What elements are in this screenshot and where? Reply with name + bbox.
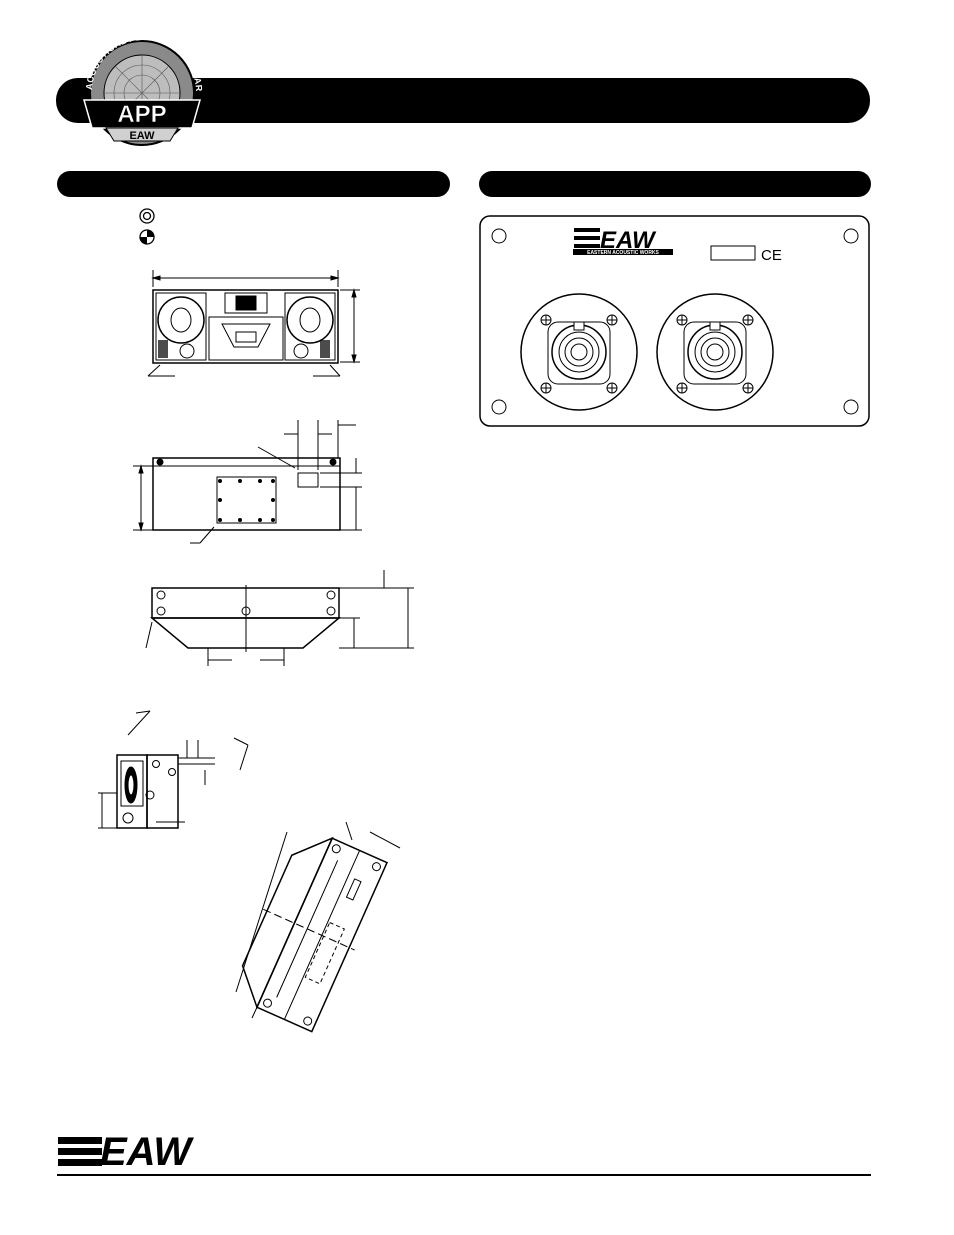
panel-brand: EAW	[600, 227, 657, 254]
panel-ce-mark: CE	[761, 247, 782, 264]
center-of-gravity-icon	[139, 229, 155, 245]
badge-brand-text: EAW	[129, 130, 155, 142]
section-bar-right	[479, 171, 871, 197]
speakon-connector-1	[520, 293, 638, 411]
header-bar	[56, 78, 870, 123]
speakon-connector-2	[656, 293, 774, 411]
section-bar-left	[57, 171, 450, 197]
rigging-point-icon	[139, 208, 155, 224]
footer-rule	[57, 1174, 871, 1176]
footer-brand: EAW	[100, 1130, 194, 1174]
panel-subtitle: EASTERN ACOUSTIC WORKS	[587, 250, 659, 256]
